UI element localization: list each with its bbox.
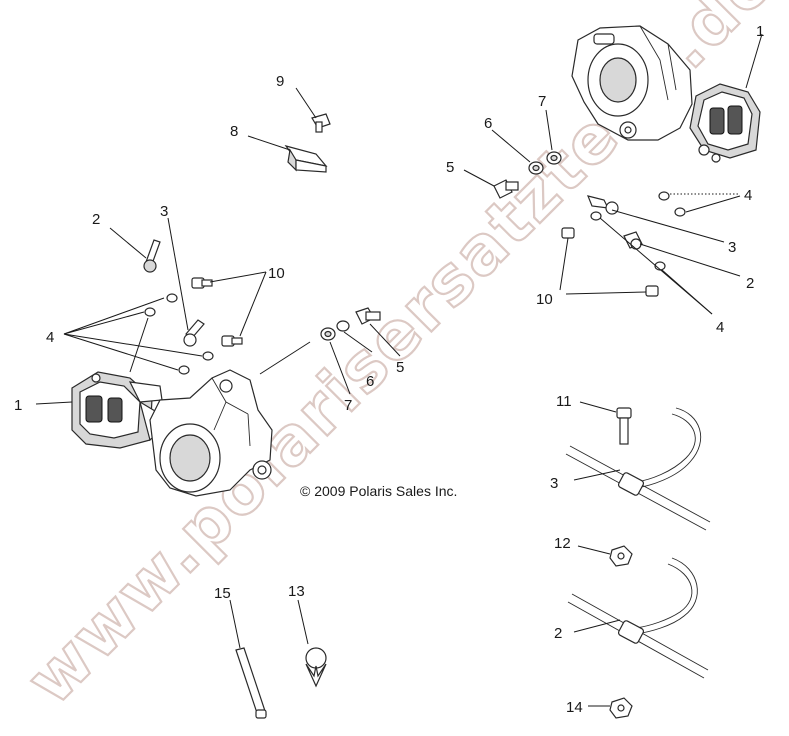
callout-10-left: 10 [268,265,285,282]
callout-4-right-top: 4 [744,187,752,204]
callout-3-bottom: 3 [550,475,558,492]
callout-2-bottom: 2 [554,625,562,642]
brake-line-fittings-right [587,195,643,250]
hub-knuckle-right [571,25,693,141]
callout-9: 9 [276,73,284,90]
callout-14: 14 [566,699,583,716]
callout-1-left: 1 [14,397,22,414]
callout-2-right: 2 [746,275,754,292]
callout-5-center: 5 [396,359,404,376]
brake-line-clip-assembly-3 [565,407,711,531]
callout-10-right: 10 [536,291,553,308]
bolt-part-11 [616,407,632,445]
brake-caliper-left [71,371,171,449]
clip-part-8 [284,144,328,173]
callout-11: 11 [556,393,572,410]
nut-part-14 [609,697,633,719]
callout-7-center: 7 [344,397,352,414]
callout-4-left: 4 [46,329,54,346]
brake-caliper-right [689,83,761,163]
center-fasteners [320,307,381,341]
push-clip-part-13 [305,647,327,688]
callout-15: 15 [214,585,231,602]
brake-line-clip-assembly-2 [567,557,709,679]
callout-2-left: 2 [92,211,100,228]
washers-left [144,293,214,375]
washers-right-top [528,151,562,175]
callout-6-right: 6 [484,115,492,132]
brake-line-bracket-left [183,319,205,347]
bolts-right-10 [561,227,659,297]
cable-tie-part-15 [235,647,267,719]
copyright-text: © 2009 Polaris Sales Inc. [300,483,457,499]
brake-line-fitting-left [143,239,161,273]
callout-12: 12 [554,535,571,552]
callout-13: 13 [288,583,305,600]
callout-6-center: 6 [366,373,374,390]
callout-7-right: 7 [538,93,546,110]
hub-knuckle-left [149,369,273,497]
callout-1-right: 1 [756,23,764,40]
callout-3-right: 3 [728,239,736,256]
callout-3-left: 3 [160,203,168,220]
callout-5-right: 5 [446,159,454,176]
callout-8: 8 [230,123,238,140]
screw-part-9 [311,113,331,133]
bolt-right-5 [493,179,519,199]
washers-right [590,191,686,271]
nut-part-12 [609,545,633,567]
bolts-left [191,277,243,347]
callout-4-right-bottom: 4 [716,319,724,336]
